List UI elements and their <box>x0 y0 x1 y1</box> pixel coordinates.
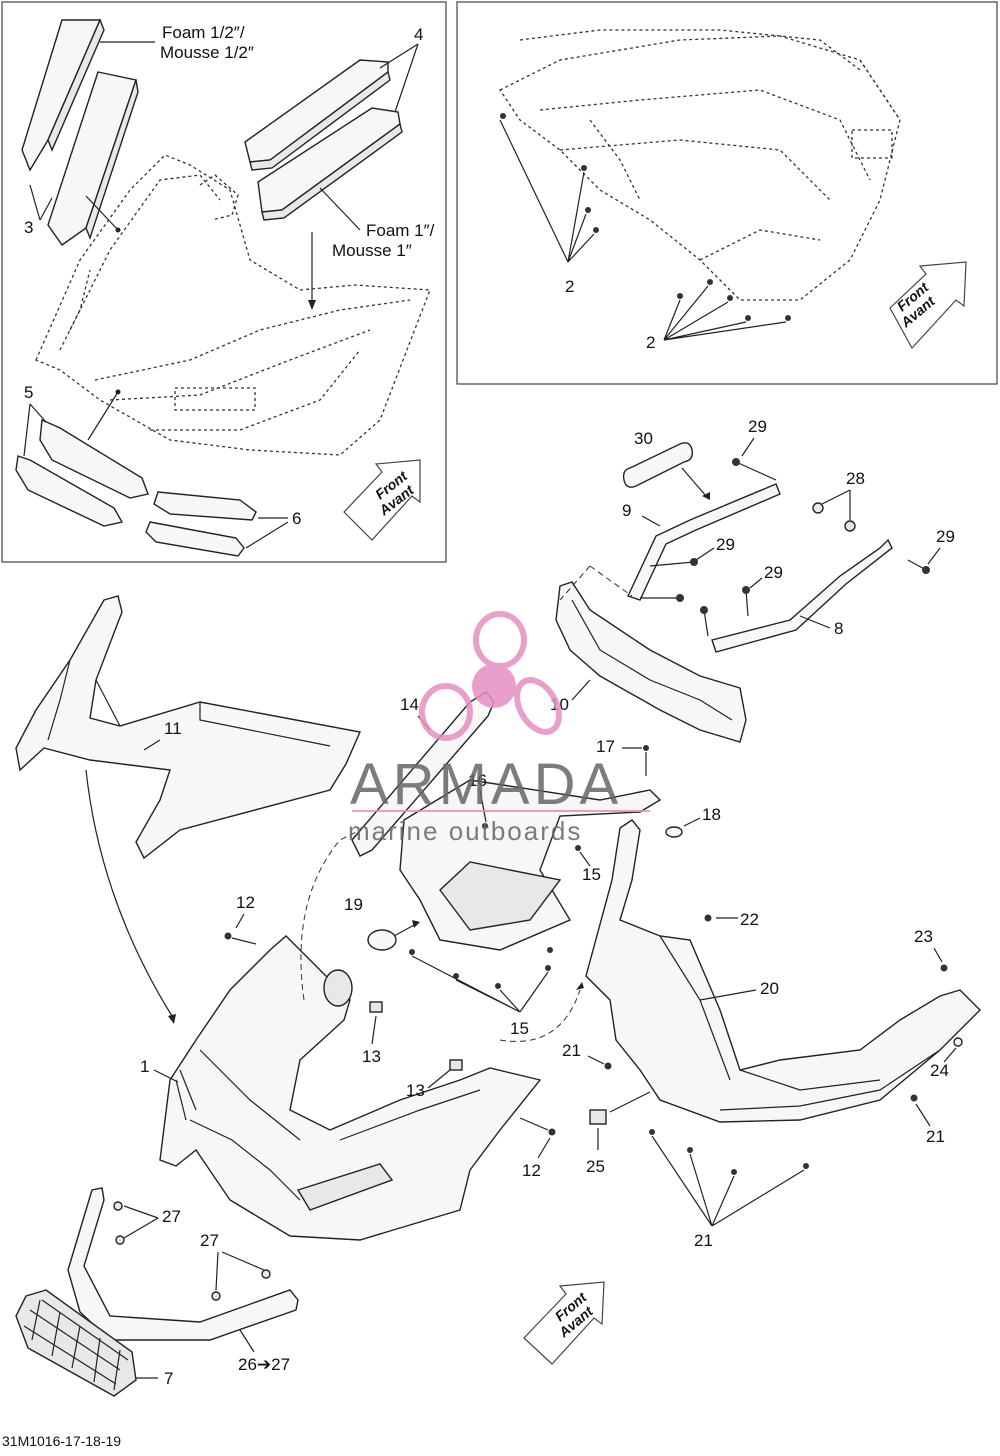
part-9-tube <box>627 483 781 601</box>
callout-21-a: 21 <box>562 1041 581 1060</box>
callout-22: 22 <box>740 910 759 929</box>
frame-outline-dotted <box>499 29 901 301</box>
screw-12-a <box>224 932 232 940</box>
armada-watermark: ARMADA marine outboards <box>348 611 650 846</box>
bolt-29-a <box>732 458 777 481</box>
foam-one-label-2: Mousse 1″ <box>332 241 412 260</box>
hood-outline-dotted <box>35 154 431 456</box>
callout-25: 25 <box>586 1157 605 1176</box>
foam-piece-3 <box>21 18 139 246</box>
watermark-tagline: marine outboards <box>348 816 582 846</box>
part-15-storage-tray <box>399 779 662 951</box>
inset-frame-box: 2 2 Front Avant <box>456 1 998 385</box>
clip-13-a <box>369 1001 383 1013</box>
callout-23: 23 <box>914 927 933 946</box>
clip-27-c <box>211 1291 221 1301</box>
foam-piece-6 <box>145 491 257 557</box>
callout-3: 3 <box>24 218 33 237</box>
part-10-front-bracket <box>555 581 747 743</box>
callout-27-a: 27 <box>162 1207 181 1226</box>
clip-13-b <box>449 1059 463 1071</box>
callout-13-b: 13 <box>406 1081 425 1100</box>
watermark-brand: ARMADA <box>350 752 622 817</box>
clip-27-a <box>113 1201 123 1211</box>
clip-27-b <box>115 1235 125 1245</box>
callout-24: 24 <box>930 1061 949 1080</box>
part-1-main-hood <box>159 935 542 1241</box>
part-8-rail <box>711 538 893 653</box>
bolt-29-c <box>700 586 750 637</box>
callout-26: 26➔27 <box>238 1355 290 1374</box>
inset-foam-box: Foam 1/2″/ Mousse 1/2″ 3 4 Foam 1″/ Mous… <box>1 1 447 563</box>
callout-18: 18 <box>702 805 721 824</box>
nut-28-b <box>844 520 856 532</box>
front-arrow-icon-2: Front Avant <box>889 261 967 350</box>
callout-21-b: 21 <box>926 1127 945 1146</box>
foam-piece-5 <box>15 418 149 527</box>
foam-half-label-1: Foam 1/2″/ <box>162 23 245 42</box>
callout-28: 28 <box>846 469 865 488</box>
callout-4: 4 <box>414 25 423 44</box>
screw-set-21 <box>649 1129 809 1175</box>
callout-12-b: 12 <box>522 1161 541 1180</box>
callout-2-lower: 2 <box>646 333 655 352</box>
foam-one-label-1: Foam 1″/ <box>366 221 435 240</box>
part-20-lower-body <box>585 819 981 1123</box>
screw-22 <box>704 914 712 922</box>
screw-21-b <box>910 1094 918 1102</box>
callout-29-d: 29 <box>936 527 955 546</box>
foam-piece-4 <box>244 59 403 221</box>
part-19-plug <box>367 929 397 951</box>
callout-1: 1 <box>140 1057 149 1076</box>
front-arrow-icon: Front Avant <box>343 459 421 541</box>
part-26-lower-trim <box>67 1187 299 1341</box>
callout-29-c: 29 <box>764 563 783 582</box>
screw-set-2 <box>500 113 791 321</box>
bolt-29-b <box>640 558 698 602</box>
callout-11: 11 <box>164 719 182 738</box>
callout-21-c: 21 <box>694 1231 713 1250</box>
callout-7: 7 <box>164 1369 173 1388</box>
washer-24 <box>953 1037 963 1047</box>
callout-20: 20 <box>760 979 779 998</box>
callout-9: 9 <box>622 501 631 520</box>
callout-13-a: 13 <box>362 1047 381 1066</box>
propeller-logo-icon <box>419 611 562 741</box>
part-25-grommet <box>589 1109 607 1125</box>
figure-code: 31M1016-17-18-19 <box>2 1433 121 1449</box>
callout-12-a: 12 <box>236 893 255 912</box>
nut-28-a <box>812 502 824 514</box>
screw-12-b <box>548 1128 556 1136</box>
front-arrow-icon-3: Front Avant <box>523 1281 605 1365</box>
foam-half-label-2: Mousse 1/2″ <box>160 43 254 62</box>
screw-23 <box>940 964 948 972</box>
callout-16: 16 <box>468 771 487 790</box>
screw-21-a <box>604 1062 612 1070</box>
part-7-grille <box>15 1289 137 1397</box>
part-11-hood-panel <box>15 595 361 860</box>
callout-15-lower: 15 <box>510 1019 529 1038</box>
bolt-29-d <box>907 559 930 574</box>
callout-14: 14 <box>400 695 419 714</box>
callout-6: 6 <box>292 509 301 528</box>
callout-8: 8 <box>834 619 843 638</box>
callout-29-b: 29 <box>716 535 735 554</box>
callout-30: 30 <box>634 429 653 448</box>
callout-29-a: 29 <box>748 417 767 436</box>
part-30-hose <box>622 442 694 488</box>
callout-2-upper: 2 <box>565 277 574 296</box>
callout-19: 19 <box>344 895 363 914</box>
callout-15-upper: 15 <box>582 865 601 884</box>
callout-17: 17 <box>596 737 615 756</box>
callout-5: 5 <box>24 383 33 402</box>
screw-set-15 <box>409 947 553 989</box>
clip-27-d <box>261 1269 271 1279</box>
callout-27-b: 27 <box>200 1231 219 1250</box>
